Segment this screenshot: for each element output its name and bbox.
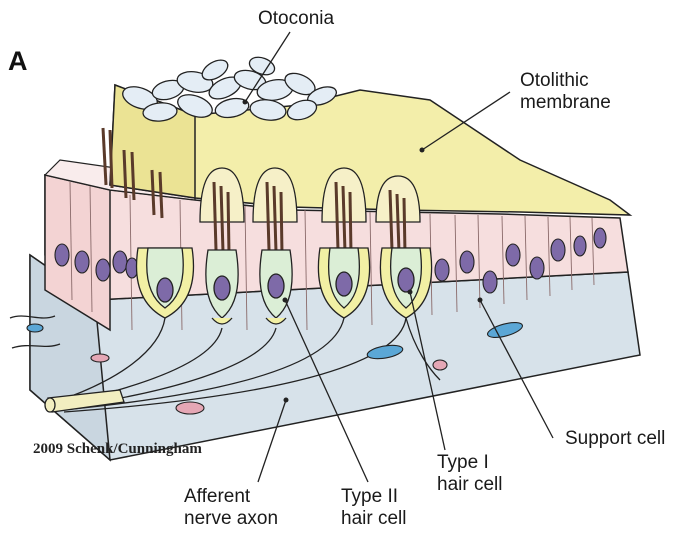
type1-nucleus <box>157 278 173 302</box>
support-nucleus <box>530 257 544 279</box>
label-otoconia: Otoconia <box>258 8 334 30</box>
label-type2-line2: hair cell <box>341 508 406 530</box>
label-afferent-line2: nerve axon <box>184 508 278 530</box>
label-type1-hair-cell: Type I hair cell <box>437 452 502 496</box>
label-type1-line1: Type I <box>437 452 502 474</box>
label-afferent-nerve-axon: Afferent nerve axon <box>184 486 278 530</box>
type2-nucleus <box>214 276 230 300</box>
type2-nucleus <box>268 274 284 298</box>
support-nucleus <box>113 251 127 273</box>
label-afferent-line1: Afferent <box>184 486 278 508</box>
label-type1-line2: hair cell <box>437 474 502 496</box>
label-type2-hair-cell: Type II hair cell <box>341 486 406 530</box>
panel-label: A <box>8 46 28 77</box>
support-nucleus <box>551 239 565 261</box>
label-otolithic-line2: membrane <box>520 92 611 114</box>
support-nucleus <box>483 271 497 293</box>
label-otolithic-membrane: Otolithic membrane <box>520 70 611 114</box>
support-nucleus <box>460 251 474 273</box>
support-nucleus <box>594 228 606 248</box>
credit-line: 2009 Schenk/Cunningham <box>33 441 202 458</box>
support-nucleus <box>506 244 520 266</box>
support-nucleus <box>75 251 89 273</box>
support-nucleus <box>574 236 586 256</box>
otoconia-crystals <box>120 54 339 123</box>
support-nucleus <box>435 259 449 281</box>
support-nucleus <box>55 244 69 266</box>
support-nucleus <box>96 259 110 281</box>
type1-nucleus <box>336 272 352 296</box>
label-support-cell: Support cell <box>565 428 665 450</box>
label-type2-line1: Type II <box>341 486 406 508</box>
label-otolithic-line1: Otolithic <box>520 70 611 92</box>
type1-nucleus <box>398 268 414 292</box>
